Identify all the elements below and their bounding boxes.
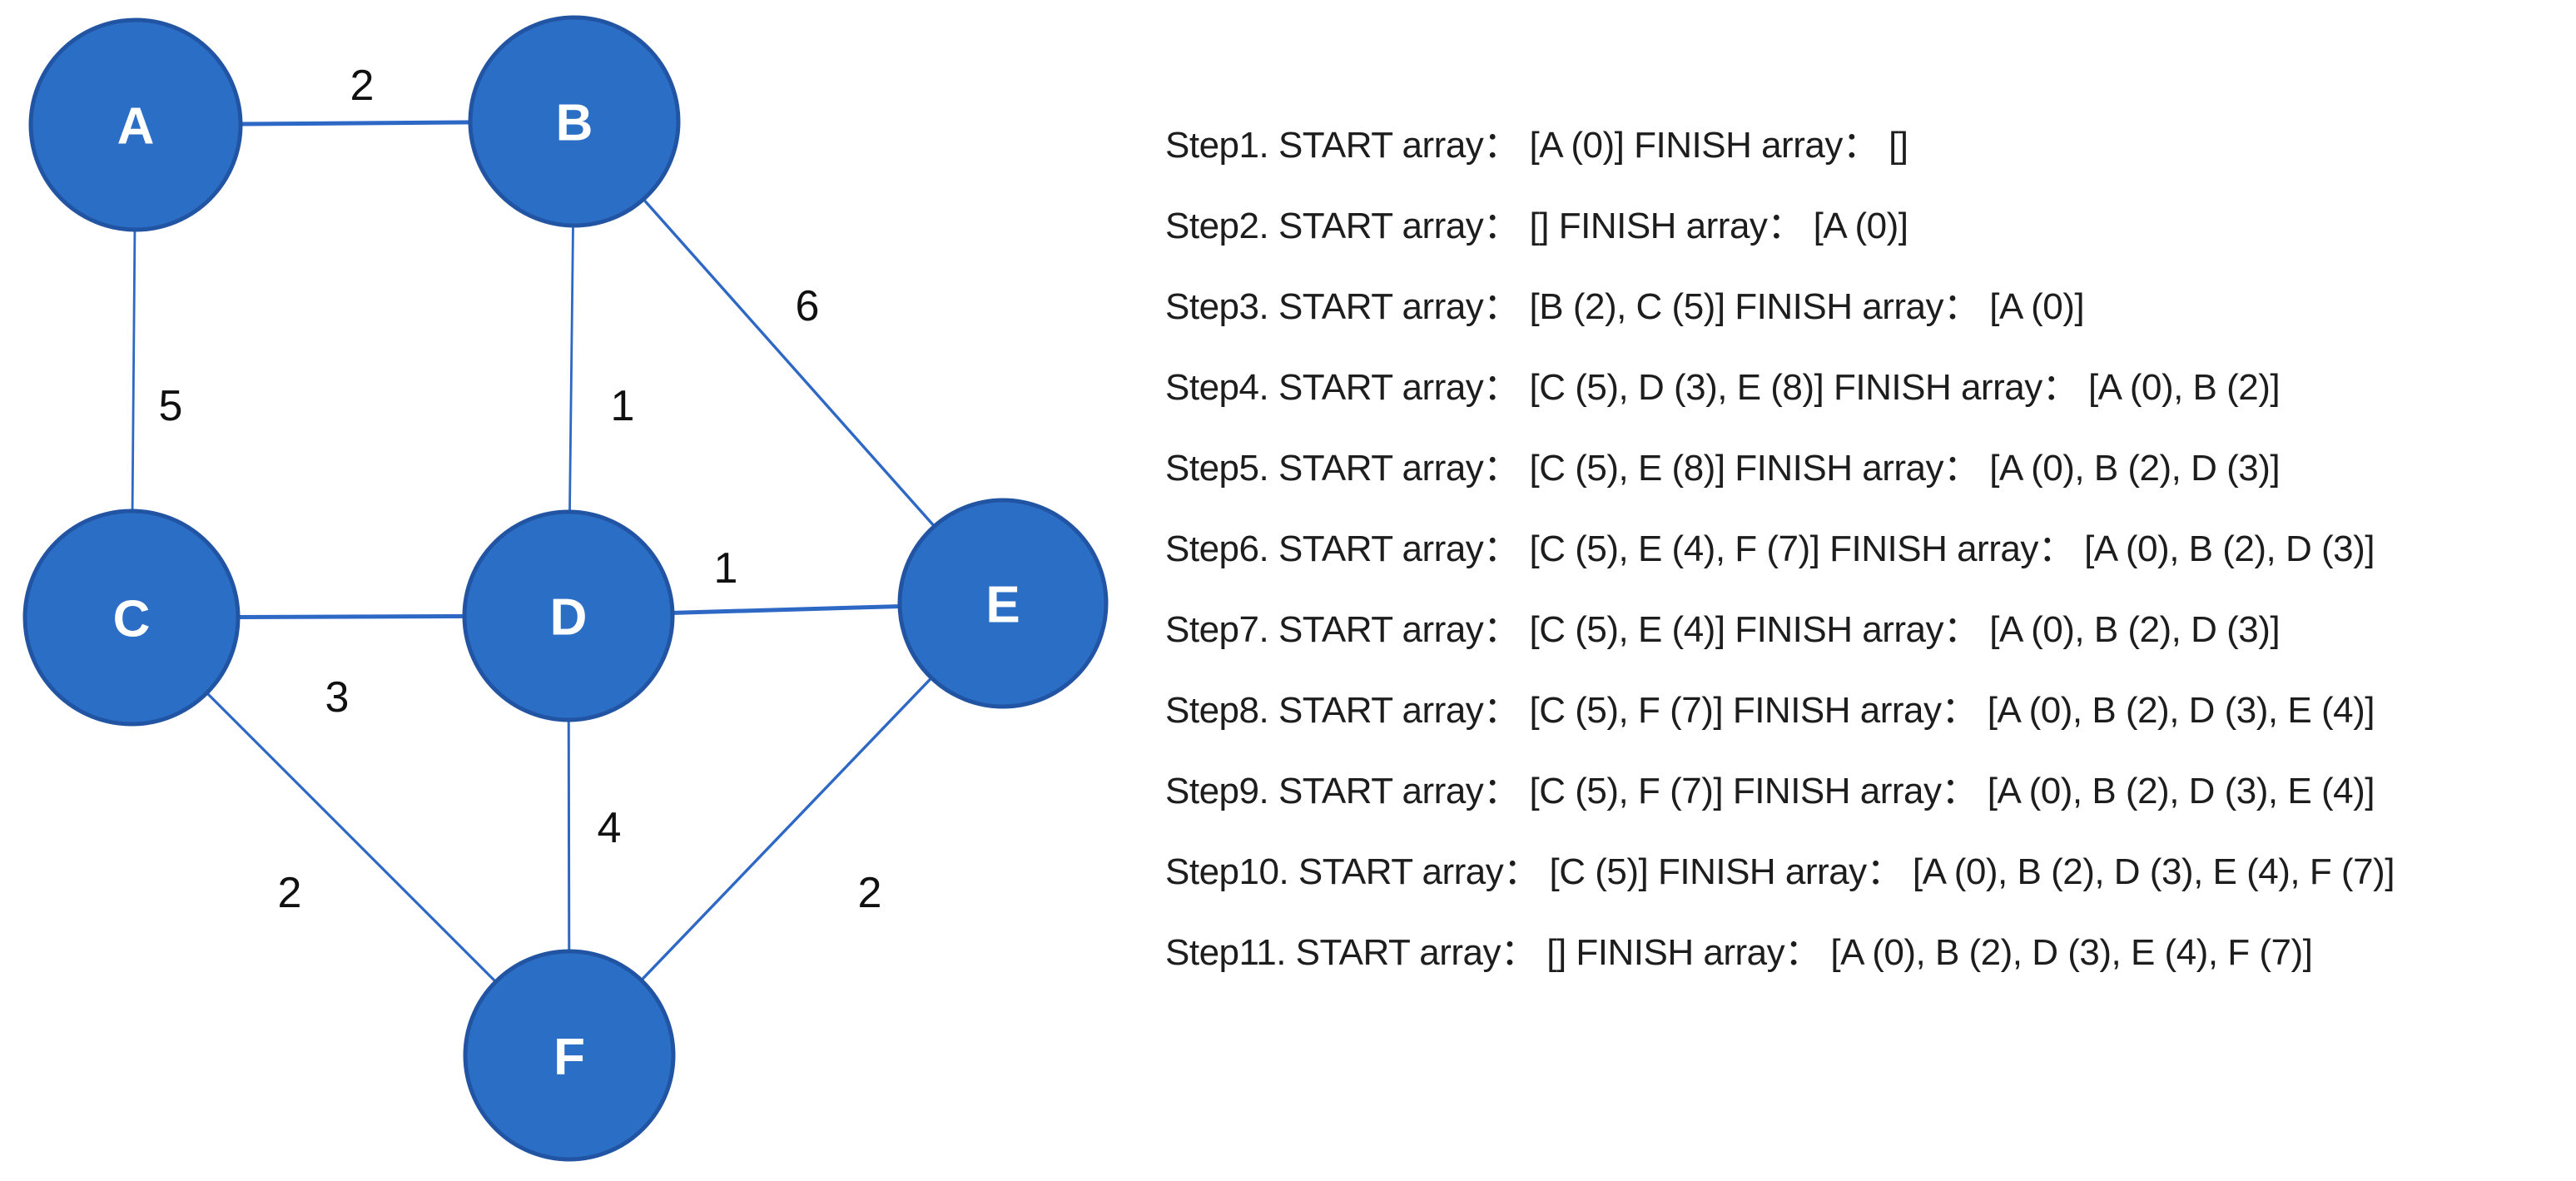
start-array-value: [C (5)] [1549,851,1649,892]
step-number-label: Step11. [1165,932,1286,973]
finish-array-value: [A (0), B (2), D (3)] [1989,448,2281,489]
step-number-label: Step9. [1165,771,1269,811]
step-number-label: Step7. [1165,609,1269,650]
finish-array-value: [] [1889,125,1908,166]
step-number-label: Step8. [1165,690,1269,731]
start-array-label: START array： [1278,448,1520,489]
start-array-value: [C (5), E (8)] [1529,448,1726,489]
step-number-label: Step5. [1165,448,1269,489]
step-line: Step6. START array： [C (5), E (4), F (7)… [1165,509,2572,589]
step-line: Step7. START array： [C (5), E (4)] FINIS… [1165,589,2572,670]
step-line: Step1. START array： [A (0)] FINISH array… [1165,105,2572,186]
node-circle-A [28,17,243,232]
finish-array-label: FINISH array： [1657,851,1903,892]
node-label-C: C [113,590,151,648]
step-number-label: Step4. [1165,367,1269,408]
edge-weight-label-C-D: 3 [325,673,350,722]
edge-weight-label-B-E: 6 [796,282,820,330]
start-array-label: START array： [1278,528,1520,569]
finish-array-label: FINISH array： [1576,932,1821,973]
edge-weight-label-C-F: 2 [278,869,302,917]
step-number-label: Step2. [1165,206,1269,246]
edge-weight-label-B-D: 1 [611,382,635,430]
edge-weight-label-A-B: 2 [350,62,375,110]
step-line: Step10. START array： [C (5)] FINISH arra… [1165,831,2572,912]
node-circle-E [897,498,1109,709]
finish-array-value: [A (0), B (2)] [2087,367,2281,408]
finish-array-label: FINISH array： [1735,609,1980,650]
start-array-label: START array： [1278,286,1520,327]
step-line: Step8. START array： [C (5), F (7)] FINIS… [1165,670,2572,751]
node-circle-C [22,509,241,727]
start-array-label: START array： [1295,932,1537,973]
finish-array-value: [A (0)] [1989,286,2085,327]
finish-array-label: FINISH array： [1829,528,2075,569]
finish-array-value: [A (0), B (2), D (3)] [2084,528,2375,569]
start-array-label: START array： [1278,609,1520,650]
start-array-label: START array： [1298,851,1540,892]
finish-array-value: [A (0), B (2), D (3), E (4)] [1987,771,2375,811]
finish-array-label: FINISH array： [1735,286,1980,327]
node-label-D: D [550,588,588,646]
step-line: Step11. START array： [] FINISH array： [A… [1165,912,2572,993]
finish-array-value: [A (0), B (2), D (3), E (4), F (7)] [1830,932,2313,973]
start-array-value: [B (2), C (5)] [1529,286,1726,327]
step-number-label: Step1. [1165,125,1269,166]
step-line: Step3. START array： [B (2), C (5)] FINIS… [1165,266,2572,347]
start-array-value: [] [1546,932,1566,973]
edge-weight-label-A-C: 5 [159,382,183,430]
node-circle-D [462,509,675,722]
node-label-E: E [985,576,1020,633]
finish-array-label: FINISH array： [1834,367,2079,408]
start-array-label: START array： [1278,367,1520,408]
step-number-label: Step10. [1165,851,1289,892]
step-line: Step2. START array： [] FINISH array： [A … [1165,186,2572,266]
node-circle-B [468,15,681,228]
start-array-label: START array： [1278,206,1520,246]
algorithm-steps-list: Step1. START array： [A (0)] FINISH array… [1165,105,2572,993]
start-array-value: [A (0)] [1529,125,1625,166]
node-label-A: A [117,97,155,155]
node-circle-F [463,949,676,1162]
finish-array-value: [A (0), B (2), D (3), E (4), F (7)] [1912,851,2395,892]
step-line: Step5. START array： [C (5), E (8)] FINIS… [1165,428,2572,509]
start-array-label: START array： [1278,690,1520,731]
edge-weight-label-E-F: 2 [858,869,882,917]
step-number-label: Step3. [1165,286,1269,327]
start-array-value: [C (5), E (4), F (7)] [1529,528,1820,569]
node-label-B: B [556,94,593,151]
finish-array-label: FINISH array： [1732,771,1978,811]
finish-array-label: FINISH array： [1735,448,1980,489]
step-number-label: Step6. [1165,528,1269,569]
edge-weight-label-D-F: 4 [598,804,622,852]
edge-B-E [573,120,1005,605]
finish-array-label: FINISH array： [1732,690,1978,731]
finish-array-value: [A (0)] [1813,206,1908,246]
finish-array-value: [A (0), B (2), D (3)] [1989,609,2281,650]
step-line: Step9. START array： [C (5), F (7)] FINIS… [1165,751,2572,831]
finish-array-value: [A (0), B (2), D (3), E (4)] [1987,690,2375,731]
step-line: Step4. START array： [C (5), D (3), E (8)… [1165,347,2572,428]
node-label-F: F [553,1028,585,1085]
start-array-value: [C (5), D (3), E (8)] [1529,367,1824,408]
start-array-label: START array： [1278,125,1520,166]
start-array-value: [C (5), F (7)] [1529,771,1724,811]
start-array-value: [C (5), F (7)] [1529,690,1724,731]
finish-array-label: FINISH array： [1634,125,1879,166]
start-array-label: START array： [1278,771,1520,811]
start-array-value: [C (5), E (4)] [1529,609,1726,650]
start-array-value: [] [1529,206,1550,246]
finish-array-label: FINISH array： [1558,206,1804,246]
edge-weight-label-D-E: 1 [714,544,738,593]
